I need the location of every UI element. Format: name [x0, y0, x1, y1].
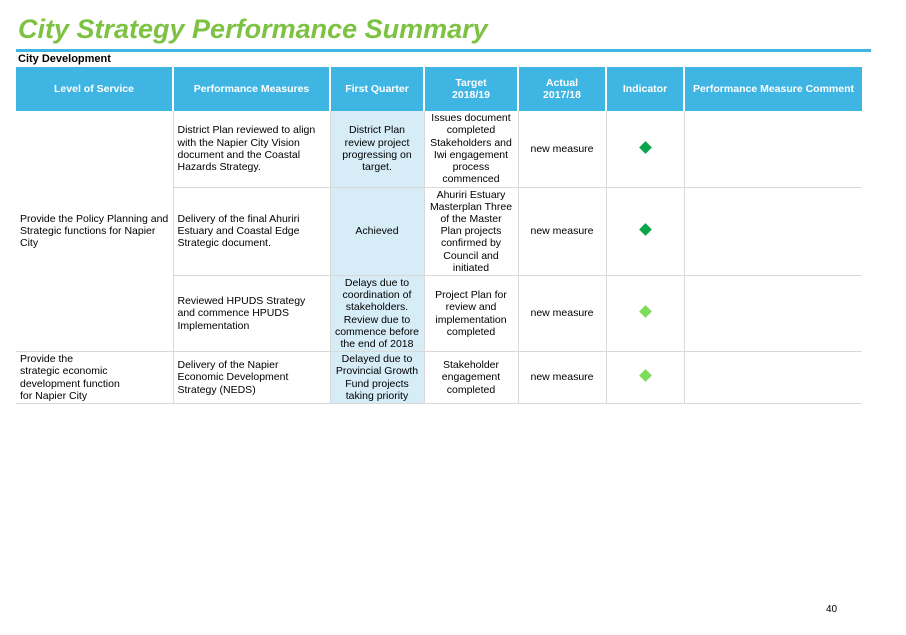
measure-comment	[684, 351, 862, 404]
indicator-cell	[606, 187, 685, 276]
performance-measure: District Plan reviewed to align with the…	[173, 111, 331, 188]
header-level-of-service: Level of Service	[16, 67, 174, 111]
first-quarter-result: Delayed due to Provincial Growth Fund pr…	[330, 351, 425, 404]
indicator-diamond-icon	[638, 140, 652, 154]
measure-comment	[684, 111, 862, 188]
target-value: Stakeholder engagement completed	[424, 351, 519, 404]
indicator-cell	[606, 111, 685, 188]
title-divider	[16, 49, 871, 52]
performance-measure: Delivery of the final Ahuriri Estuary an…	[173, 187, 331, 276]
first-quarter-result: Delays due to coordination of stakeholde…	[330, 275, 425, 353]
actual-value: new measure	[518, 111, 607, 188]
table-header-row: Level of Service Performance Measures Fi…	[16, 67, 862, 111]
level-of-service-line: development function	[20, 377, 120, 390]
level-of-service-line: for Napier City	[20, 389, 88, 402]
target-value: Ahuriri Estuary Masterplan Three of the …	[424, 187, 519, 276]
table-row: Delivery of the final Ahuriri Estuary an…	[16, 187, 862, 276]
first-quarter-result: District Plan review project progressing…	[330, 111, 425, 188]
performance-measure: Delivery of the Napier Economic Developm…	[173, 351, 331, 404]
measure-comment	[684, 187, 862, 276]
measure-comment	[684, 275, 862, 353]
level-of-service-policy: Provide the Policy Planning and Strategi…	[16, 111, 174, 353]
indicator-diamond-icon	[638, 223, 652, 236]
header-first-quarter: First Quarter	[330, 67, 425, 111]
actual-value: new measure	[518, 351, 607, 404]
header-target-label: Target	[455, 76, 487, 89]
header-indicator: Indicator	[606, 67, 685, 111]
target-value: Project Plan for review and implementati…	[424, 275, 519, 353]
header-comment: Performance Measure Comment	[684, 67, 862, 111]
header-target-year: 2018/19	[452, 89, 490, 101]
indicator-diamond-icon	[638, 369, 652, 383]
actual-value: new measure	[518, 187, 607, 276]
header-actual-year: 2017/18	[543, 89, 581, 101]
table-row: Reviewed HPUDS Strategy and commence HPU…	[16, 275, 862, 353]
page-number: 40	[826, 604, 838, 615]
target-value: Issues document completed Stakeholders a…	[424, 111, 519, 188]
indicator-diamond-icon	[638, 305, 652, 319]
indicator-cell	[606, 351, 685, 404]
header-performance-measures: Performance Measures	[173, 67, 331, 111]
level-of-service-line: Provide the	[20, 353, 74, 366]
section-heading: City Development	[18, 53, 111, 65]
first-quarter-result: Achieved	[330, 187, 425, 276]
indicator-cell	[606, 275, 685, 353]
level-of-service-line: strategic economic	[20, 365, 108, 378]
table-row: Provide the Policy Planning and Strategi…	[16, 111, 862, 353]
performance-table: Level of Service Performance Measures Fi…	[16, 67, 862, 404]
performance-measure: Reviewed HPUDS Strategy and commence HPU…	[173, 275, 331, 353]
header-actual-label: Actual	[545, 76, 579, 89]
actual-value: new measure	[518, 275, 607, 353]
page-title: City Strategy Performance Summary	[18, 14, 488, 44]
